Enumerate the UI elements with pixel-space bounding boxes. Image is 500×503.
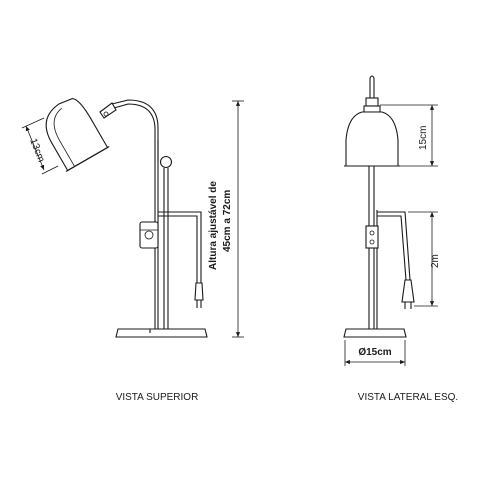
lamp-shade-front [345,111,399,167]
cord-length-label: 2m [430,254,441,268]
shade-top-connector [363,75,381,113]
lamp-arm [113,103,156,162]
base-diameter-dimension [344,340,406,366]
plug [194,282,204,301]
shade-dimension-label: 13cm [27,137,46,164]
lamp-shade [45,97,110,172]
caption-right: VISTA LATERAL ESQ. [358,392,458,403]
shade-height-label: 15cm [418,126,429,150]
plug-front [401,279,415,303]
shade-dimension-line [21,117,59,175]
switch-front [365,225,379,249]
height-label-line2: 45cm a 72cm [222,190,233,252]
shade-height-dimension [380,104,438,167]
lamp-front-view: 15cm 2m Ø15cm [343,75,441,366]
cord-length-dimension [408,211,438,307]
base-diameter-label: Ø15cm [358,347,391,358]
lamp-side-view: 13cm Altura ajustável de 45cm a 72cm [21,97,244,338]
switch-box [139,221,159,249]
lamp-base-front [343,328,407,338]
power-cord-front [377,211,411,281]
caption-left: VISTA SUPERIOR [116,392,199,403]
lamp-base [115,328,208,338]
height-label-line1: Altura ajustável de [208,181,219,270]
height-adjust-knob [159,155,173,169]
power-cord [158,211,202,283]
height-dimension-line [232,100,244,338]
